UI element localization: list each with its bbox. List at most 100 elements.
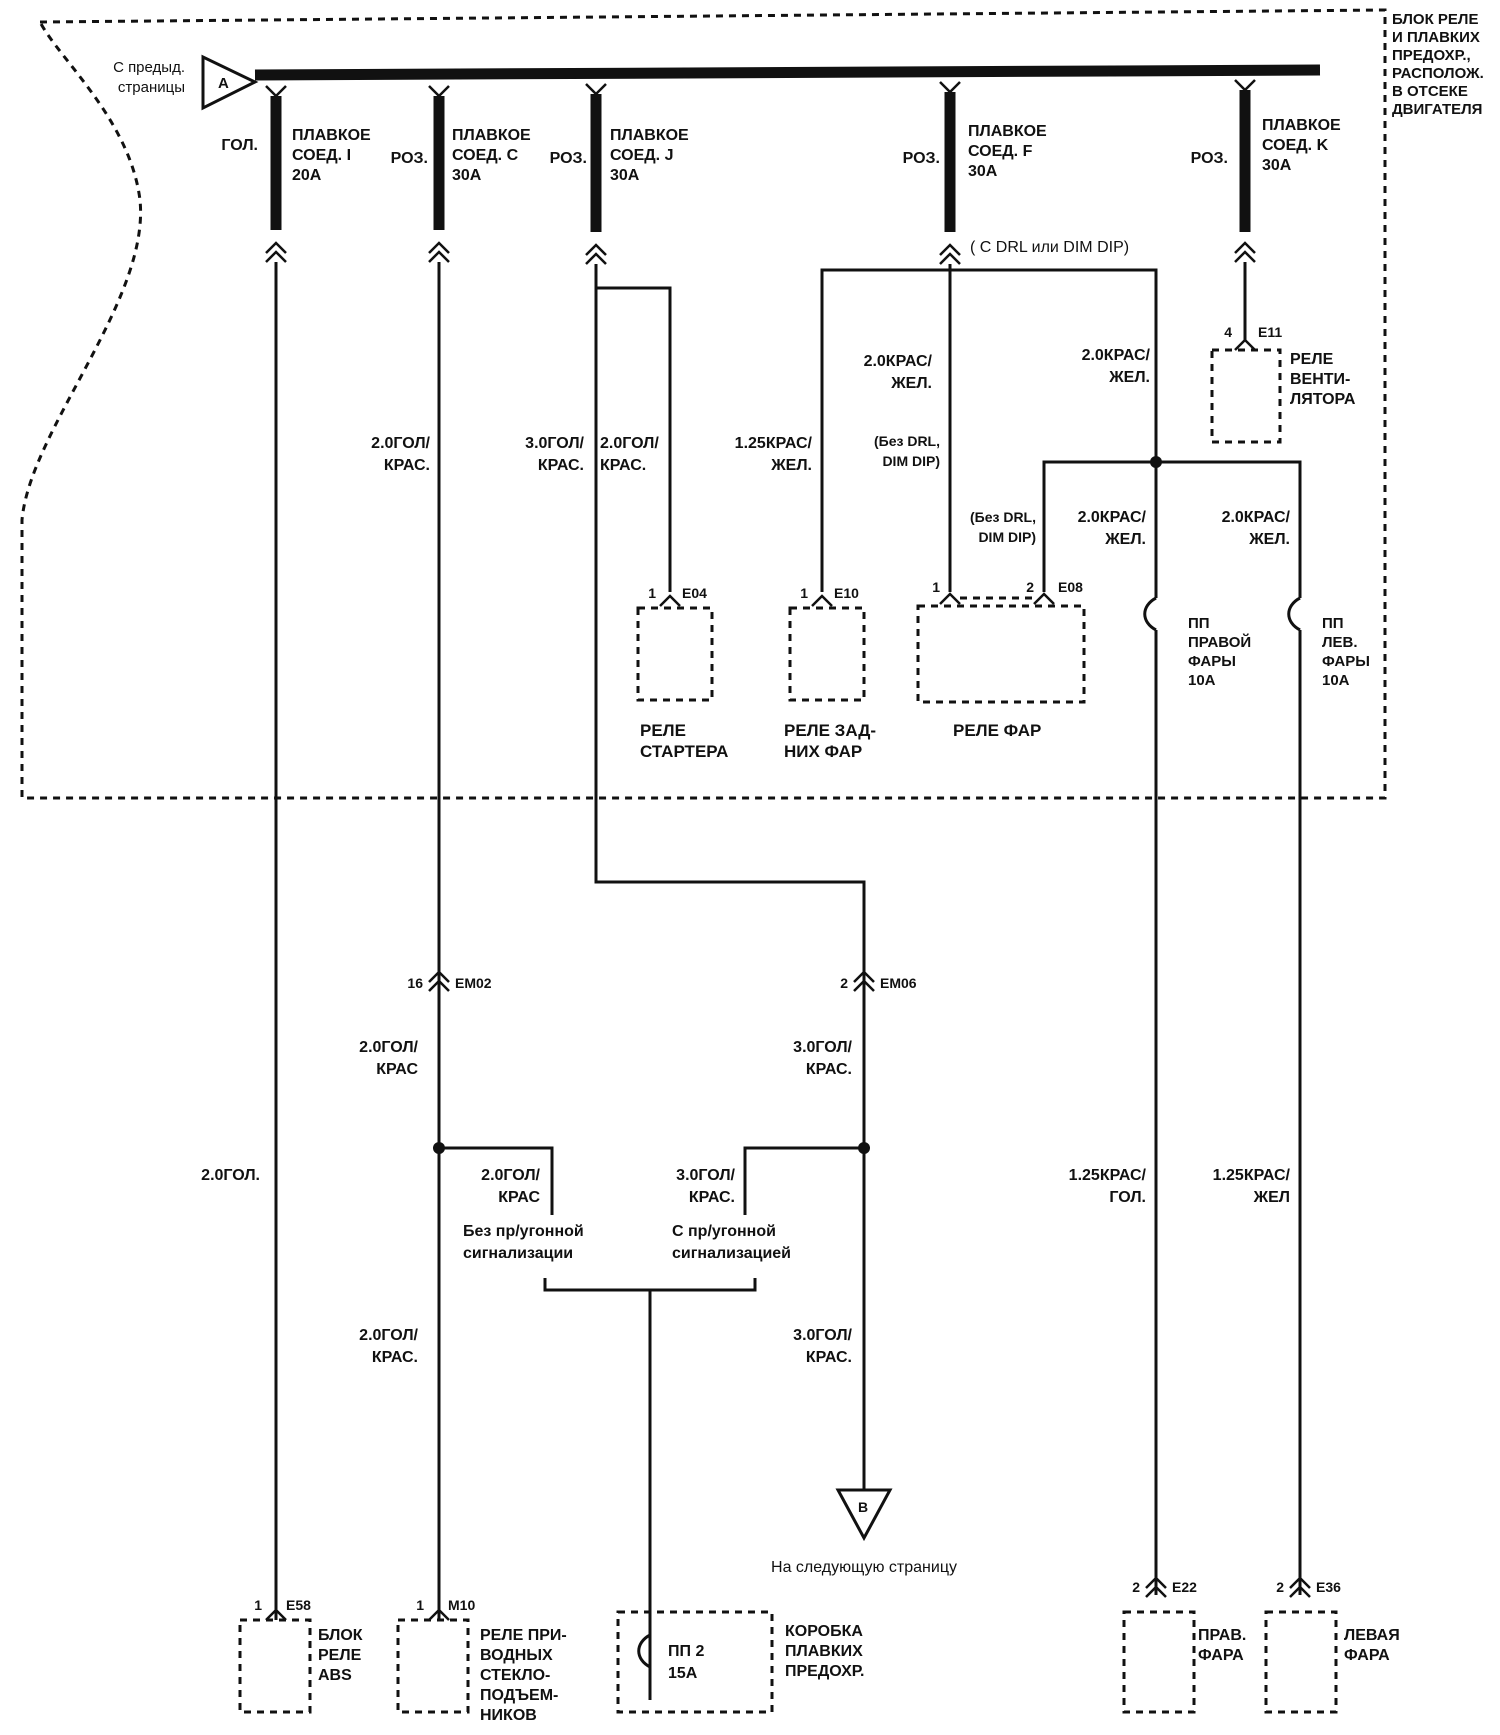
svg-text:КРАС: КРАС (376, 1061, 418, 1078)
svg-text:И ПЛАВКИХ: И ПЛАВКИХ (1392, 29, 1480, 46)
svg-text:2.0ГОЛ/: 2.0ГОЛ/ (371, 435, 430, 452)
svg-text:2.0ГОЛ/: 2.0ГОЛ/ (359, 1039, 418, 1056)
svg-text:ПРАВОЙ: ПРАВОЙ (1188, 633, 1251, 651)
svg-text:M10: M10 (448, 1597, 475, 1613)
svg-text:ЛЯТОРА: ЛЯТОРА (1290, 391, 1356, 408)
connector-em06: 2 EM06 (840, 970, 917, 992)
svg-text:КРАС.: КРАС. (806, 1061, 852, 1078)
splices (433, 456, 1162, 1154)
svg-text:E08: E08 (1058, 579, 1083, 595)
abs-relay-box: 1 E58 БЛОК РЕЛЕ ABS (238, 1597, 363, 1714)
wire-labels-upper: 2.0ГОЛ/ КРАС. 3.0ГОЛ/ КРАС. 2.0ГОЛ/ КРАС… (371, 347, 1290, 548)
svg-text:1: 1 (932, 579, 940, 595)
svg-text:(Без DRL,: (Без DRL, (970, 509, 1036, 525)
svg-text:БЛОК РЕЛЕ: БЛОК РЕЛЕ (1392, 11, 1478, 28)
svg-text:ВОДНЫХ: ВОДНЫХ (480, 1647, 553, 1664)
svg-text:КРАС.: КРАС. (372, 1349, 418, 1366)
svg-text:Без пр/угонной: Без пр/угонной (463, 1223, 584, 1240)
svg-text:РЕЛЕ: РЕЛЕ (318, 1647, 362, 1664)
svg-text:ПРЕДОХР.,: ПРЕДОХР., (1392, 47, 1471, 64)
tail-lamp-relay: 1 E10 РЕЛЕ ЗАД- НИХ ФАР (784, 585, 876, 761)
svg-text:ГОЛ.: ГОЛ. (1109, 1189, 1146, 1206)
svg-text:РОЗ.: РОЗ. (391, 150, 428, 167)
svg-text:2.0КРАС/: 2.0КРАС/ (1082, 347, 1151, 364)
svg-text:2.0ГОЛ/: 2.0ГОЛ/ (359, 1327, 418, 1344)
svg-text:2.0ГОЛ.: 2.0ГОЛ. (201, 1167, 260, 1184)
svg-text:30А: 30А (610, 167, 640, 184)
svg-text:1.25КРАС/: 1.25КРАС/ (1213, 1167, 1291, 1184)
svg-text:B: B (858, 1499, 868, 1515)
svg-text:ФАРЫ: ФАРЫ (1188, 653, 1236, 670)
svg-text:16: 16 (407, 975, 423, 991)
svg-text:4: 4 (1224, 324, 1232, 340)
headlamp-relay: 1 2 E08 РЕЛЕ ФАР (916, 579, 1086, 740)
svg-text:ПП: ПП (1322, 615, 1344, 632)
svg-text:КРАС.: КРАС. (600, 457, 646, 474)
svg-text:ПРЕДОХР.: ПРЕДОХР. (785, 1663, 864, 1680)
drl-notes: (Без DRL, DIM DIP) (Без DRL, DIM DIP) (874, 433, 1036, 545)
svg-text:На следующую страницу: На следующую страницу (771, 1559, 957, 1576)
right-headlamp-fuse: ПП ПРАВОЙ ФАРЫ 10А (1188, 615, 1251, 689)
svg-text:2.0КРАС/: 2.0КРАС/ (864, 353, 933, 370)
svg-text:РЕЛЕ ЗАД-: РЕЛЕ ЗАД- (784, 721, 876, 740)
block-boundary (20, 8, 1387, 800)
wire-labels-lower: 2.0ГОЛ/ КРАС 3.0ГОЛ/ КРАС. 2.0ГОЛ. 2.0ГО… (201, 1039, 1290, 1366)
svg-text:КОРОБКА: КОРОБКА (785, 1623, 863, 1640)
svg-text:2.0ГОЛ/: 2.0ГОЛ/ (481, 1167, 540, 1184)
svg-text:ДВИГАТЕЛЯ: ДВИГАТЕЛЯ (1392, 101, 1482, 118)
source-connector: С предыд. страницы A (113, 54, 259, 111)
svg-text:РОЗ.: РОЗ. (550, 150, 587, 167)
svg-text:В ОТСЕКЕ: В ОТСЕКЕ (1392, 83, 1468, 100)
svg-text:EM02: EM02 (455, 975, 492, 991)
svg-text:ЖЕЛ.: ЖЕЛ. (890, 375, 932, 392)
svg-text:ПЛАВКОЕ: ПЛАВКОЕ (292, 127, 371, 144)
svg-text:КРАС: КРАС (498, 1189, 540, 1206)
svg-text:ПЛАВКИХ: ПЛАВКИХ (785, 1643, 863, 1660)
svg-text:КРАС.: КРАС. (538, 457, 584, 474)
connector-e22: 2 E22 (1132, 1576, 1197, 1598)
left-headlamp-box: ЛЕВАЯ ФАРА (1264, 1610, 1400, 1714)
svg-text:ФАРЫ: ФАРЫ (1322, 653, 1370, 670)
svg-text:ПРАВ.: ПРАВ. (1198, 1627, 1246, 1644)
svg-text:20А: 20А (292, 167, 322, 184)
svg-text:ЖЕЛ.: ЖЕЛ. (770, 457, 812, 474)
svg-text:1: 1 (254, 1597, 262, 1613)
svg-text:РОЗ.: РОЗ. (903, 150, 940, 167)
wires (274, 262, 1302, 1700)
svg-text:2: 2 (1276, 1579, 1284, 1595)
svg-text:СТАРТЕРА: СТАРТЕРА (640, 742, 728, 761)
fan-relay: 4 E11 РЕЛЕ ВЕНТИ- ЛЯТОРА (1210, 324, 1356, 444)
svg-text:30А: 30А (452, 167, 482, 184)
connector-e36: 2 E36 (1276, 1576, 1341, 1598)
bus-taps (265, 79, 1256, 98)
power-window-relay-box: 1 M10 РЕЛЕ ПРИ- ВОДНЫХ СТЕКЛО- ПОДЪЕМ- Н… (396, 1597, 567, 1724)
svg-text:1: 1 (648, 585, 656, 601)
svg-text:КРАС.: КРАС. (689, 1189, 735, 1206)
svg-text:ABS: ABS (318, 1667, 352, 1684)
svg-text:3.0ГОЛ/: 3.0ГОЛ/ (793, 1039, 852, 1056)
svg-text:ЛЕВ.: ЛЕВ. (1322, 634, 1358, 651)
svg-text:2: 2 (1026, 579, 1034, 595)
svg-text:ЖЕЛ.: ЖЕЛ. (1108, 369, 1150, 386)
svg-text:ПП 2: ПП 2 (668, 1643, 704, 1660)
svg-text:СОЕД. K: СОЕД. K (1262, 137, 1329, 154)
svg-text:A: A (218, 75, 229, 92)
svg-text:1.25КРАС/: 1.25КРАС/ (735, 435, 813, 452)
svg-text:страницы: страницы (118, 79, 185, 96)
svg-text:1: 1 (416, 1597, 424, 1613)
svg-text:ЖЕЛ.: ЖЕЛ. (1248, 531, 1290, 548)
alarm-notes: Без пр/угонной сигнализации С пр/угонной… (463, 1223, 791, 1262)
svg-text:E11: E11 (1258, 324, 1282, 340)
svg-text:E58: E58 (286, 1597, 311, 1613)
svg-text:E22: E22 (1172, 1579, 1197, 1595)
power-bus (254, 64, 1321, 81)
svg-text:сигнализации: сигнализации (463, 1245, 573, 1262)
svg-text:10А: 10А (1322, 672, 1350, 689)
svg-text:1: 1 (800, 585, 808, 601)
right-headlamp-box: ПРАВ. ФАРА (1122, 1610, 1246, 1714)
svg-text:БЛОК: БЛОК (318, 1627, 363, 1644)
svg-text:СОЕД. J: СОЕД. J (610, 147, 673, 164)
svg-text:РОЗ.: РОЗ. (1191, 150, 1228, 167)
block-label: БЛОК РЕЛЕ И ПЛАВКИХ ПРЕДОХР., РАСПОЛОЖ. … (1392, 11, 1484, 118)
